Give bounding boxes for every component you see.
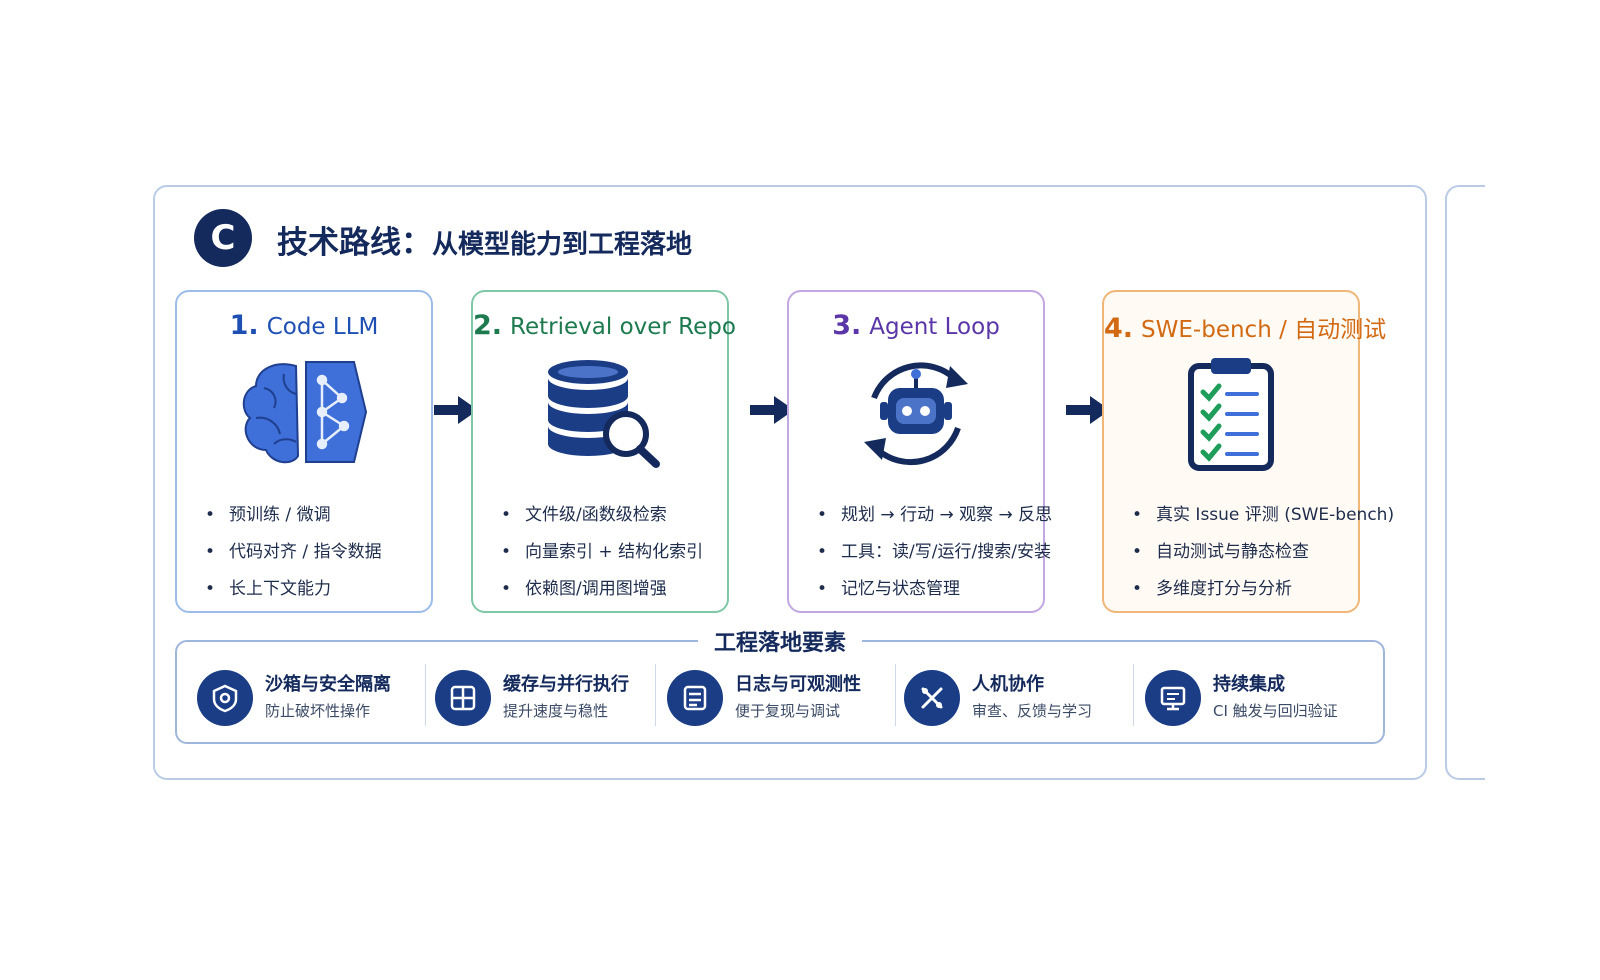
adjacent-panel-edge bbox=[1445, 185, 1485, 780]
divider bbox=[1133, 664, 1134, 726]
flow-arrow-icon bbox=[434, 396, 478, 424]
tech-roadmap-panel: C 技术路线：从模型能力到工程落地 1. Code LLM 预训练 / 微调 代码… bbox=[153, 185, 1427, 780]
checklist-clipboard-icon bbox=[1188, 358, 1274, 471]
feature-name: 日志与可观测性 bbox=[735, 674, 861, 695]
divider bbox=[425, 664, 426, 726]
log-icon bbox=[667, 670, 723, 726]
flow-arrow-icon bbox=[750, 396, 794, 424]
divider bbox=[895, 664, 896, 726]
feature-name: 缓存与并行执行 bbox=[503, 674, 629, 695]
stage-title: 4. SWE-bench / 自动测试 bbox=[1104, 310, 1386, 344]
database-search-icon bbox=[548, 360, 660, 468]
brain-network-icon bbox=[242, 361, 368, 464]
stage-label: Retrieval over Repo bbox=[510, 314, 736, 340]
divider bbox=[655, 664, 656, 726]
stage-card-code-llm: 1. Code LLM 预训练 / 微调 代码对齐 / 指令数据 长上下文能力 bbox=[175, 290, 433, 613]
collaboration-icon bbox=[904, 670, 960, 726]
list-item: 自动测试与静态检查 bbox=[1132, 534, 1348, 571]
list-item: 规划 → 行动 → 观察 → 反思 bbox=[817, 497, 1052, 534]
list-item: 记忆与状态管理 bbox=[817, 571, 1033, 608]
section-title: 技术路线：从模型能力到工程落地 bbox=[277, 217, 692, 262]
stage-number: 3. bbox=[832, 310, 862, 341]
feature-desc: 审查、反馈与学习 bbox=[972, 702, 1093, 720]
list-item: 多维度打分与分析 bbox=[1132, 571, 1348, 608]
section-badge: C bbox=[194, 209, 252, 267]
engineering-title: 工程落地要素 bbox=[697, 625, 863, 657]
feature-name: 人机协作 bbox=[972, 674, 1044, 695]
stage-card-agent-loop: 3. Agent Loop 规划 → 行动 → 观察 → 反思 工具：读/写/运行… bbox=[787, 290, 1052, 613]
stage-label: Agent Loop bbox=[869, 314, 1000, 340]
feature-name: 沙箱与安全隔离 bbox=[265, 674, 391, 695]
stage-number: 1. bbox=[229, 310, 259, 341]
feature-desc: 防止破坏性操作 bbox=[265, 702, 371, 720]
list-item: 长上下文能力 bbox=[205, 571, 421, 608]
title-main: 技术路线： bbox=[277, 225, 432, 261]
list-item: 依赖图/调用图增强 bbox=[501, 571, 717, 608]
list-item: 文件级/函数级检索 bbox=[501, 497, 717, 534]
ci-monitor-icon bbox=[1145, 670, 1201, 726]
list-item: 预训练 / 微调 bbox=[205, 497, 421, 534]
list-item: 工具：读/写/运行/搜索/安装 bbox=[817, 534, 1051, 571]
list-item: 真实 Issue 评测 (SWE-bench) bbox=[1132, 497, 1394, 534]
flow-arrow-icon bbox=[1066, 396, 1110, 424]
sandbox-icon bbox=[197, 670, 253, 726]
stage-title: 1. Code LLM bbox=[177, 310, 431, 341]
title-subtitle: 从模型能力到工程落地 bbox=[432, 230, 693, 260]
list-item: 代码对齐 / 指令数据 bbox=[205, 534, 421, 571]
stage-bullets: 文件级/函数级检索 向量索引 + 结构化索引 依赖图/调用图增强 bbox=[501, 497, 717, 608]
stage-card-retrieval: 2. Retrieval over Repo 文件级/函数级检索 向量索引 + 结… bbox=[471, 290, 736, 613]
stage-label: Code LLM bbox=[266, 314, 379, 340]
stage-number: 2. bbox=[473, 310, 503, 341]
engineering-elements-box: 工程落地要素 沙箱与安全隔离 防止破坏性操作 缓存与并行执行 提升速度与稳性 日… bbox=[175, 625, 1385, 744]
stage-bullets: 真实 Issue 评测 (SWE-bench) 自动测试与静态检查 多维度打分与… bbox=[1132, 497, 1394, 608]
stage-bullets: 规划 → 行动 → 观察 → 反思 工具：读/写/运行/搜索/安装 记忆与状态管… bbox=[817, 497, 1052, 608]
stage-bullets: 预训练 / 微调 代码对齐 / 指令数据 长上下文能力 bbox=[205, 497, 421, 608]
list-item: 向量索引 + 结构化索引 bbox=[501, 534, 717, 571]
stage-card-swe-bench: 4. SWE-bench / 自动测试 真实 Issue 评测 (SWE-benc… bbox=[1102, 290, 1394, 613]
stage-title: 3. Agent Loop bbox=[789, 310, 1043, 341]
stage-label: SWE-bench / 自动测试 bbox=[1141, 317, 1387, 343]
stage-title: 2. Retrieval over Repo bbox=[473, 310, 736, 341]
robot-cycle-icon bbox=[864, 362, 968, 466]
stage-number: 4. bbox=[1104, 313, 1134, 344]
feature-desc: 提升速度与稳性 bbox=[503, 702, 609, 720]
feature-desc: CI 触发与回归验证 bbox=[1213, 702, 1338, 720]
feature-name: 持续集成 bbox=[1213, 674, 1285, 695]
feature-desc: 便于复现与调试 bbox=[735, 702, 841, 720]
grid-cache-icon bbox=[435, 670, 491, 726]
